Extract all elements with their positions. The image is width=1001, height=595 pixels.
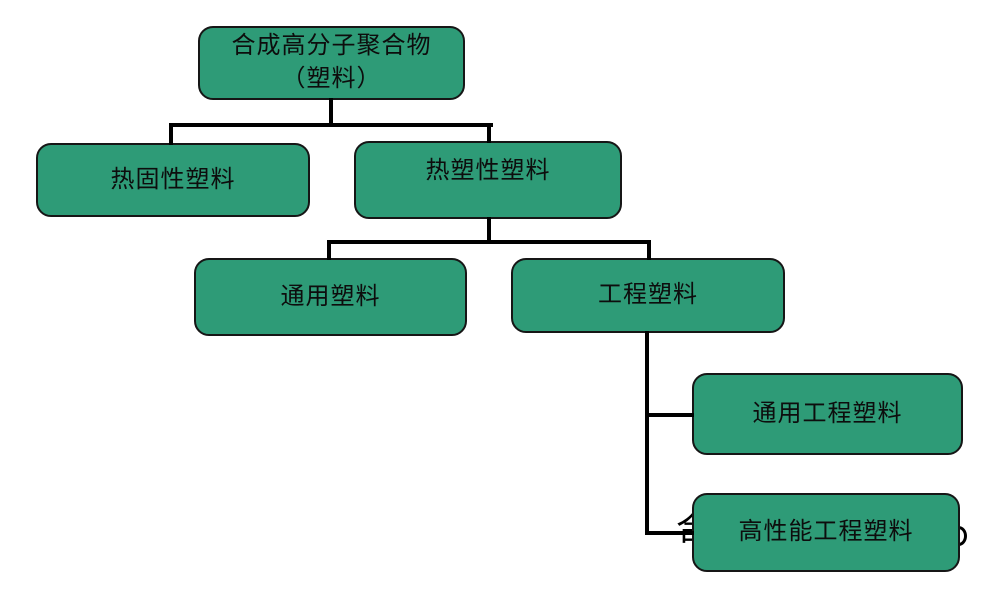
- node-label: 高性能工程塑料: [738, 519, 914, 545]
- node-general-engineering-plastic: 通用工程塑料: [692, 373, 963, 455]
- connector-general-plastic-stub: [327, 242, 331, 260]
- node-high-performance-engineering-plastic: 高性能工程塑料: [692, 493, 960, 572]
- connector-level2-horizontal: [169, 123, 493, 127]
- connector-thermoplastic-stub: [487, 125, 491, 143]
- connector-branch-general-engineering: [645, 413, 694, 417]
- connector-thermoplastic-down: [487, 217, 491, 243]
- node-label-line1: 合成高分子聚合物: [231, 33, 432, 59]
- node-synthetic-polymer: 合成高分子聚合物 （塑料）: [198, 26, 465, 100]
- connector-level3-horizontal: [327, 240, 651, 244]
- node-label: 通用工程塑料: [752, 400, 903, 427]
- connector-branch-high-performance: [645, 531, 694, 535]
- connector-thermoset-stub: [169, 125, 173, 145]
- node-label: 通用塑料: [280, 283, 381, 310]
- node-thermosetting-plastic: 热固性塑料: [36, 143, 310, 217]
- node-thermoplastic: 热塑性塑料: [354, 141, 622, 219]
- connector-root-down: [329, 98, 333, 127]
- node-label-line2: （塑料）: [281, 66, 382, 92]
- node-label: 工程塑料: [598, 282, 698, 308]
- connector-engineering-down: [645, 331, 649, 535]
- node-general-plastic: 通用塑料: [194, 258, 467, 336]
- node-label: 热固性塑料: [110, 166, 236, 193]
- node-engineering-plastic: 工程塑料: [511, 258, 785, 333]
- node-label: 热塑性塑料: [425, 158, 551, 184]
- connector-engineering-plastic-stub: [647, 242, 651, 260]
